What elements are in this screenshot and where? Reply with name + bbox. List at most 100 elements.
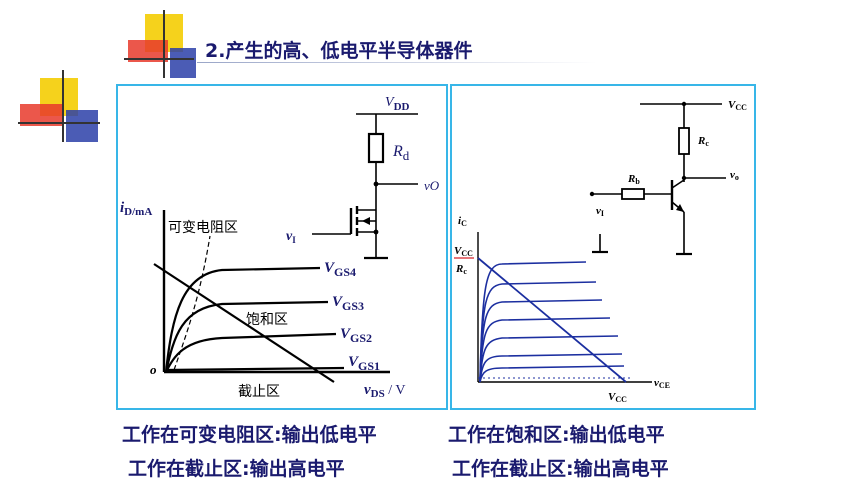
svg-text:vI: vI (596, 205, 604, 218)
vcc-rc-num-sub: CC (461, 249, 473, 258)
rc-label: R (697, 135, 705, 147)
svg-text:vo: vo (730, 169, 739, 182)
decor-square-blue-left (66, 110, 98, 142)
origin-label: o (150, 362, 157, 377)
vce-axis-sub: CE (659, 381, 670, 390)
id-axis-label: i (120, 200, 125, 216)
bjt-circuit (592, 103, 726, 256)
svg-text:Rd: Rd (392, 143, 410, 163)
svg-text:VCC: VCC (608, 391, 627, 404)
svg-text:iC: iC (458, 215, 467, 228)
decor-line-h-top (124, 58, 194, 60)
vgs4-label: V (324, 260, 336, 276)
decor-square-red-left (20, 104, 62, 126)
curve-vgs4 (164, 266, 321, 373)
decor-line-v-top (163, 10, 165, 78)
vgs4-sub: GS4 (334, 265, 356, 279)
vgs1-label: V (348, 354, 360, 370)
slide-title: 2.产生的高、低电平半导体器件 (205, 40, 473, 62)
collector-resistor (678, 127, 690, 155)
svg-text:Rc: Rc (697, 135, 709, 148)
input-node (589, 191, 595, 197)
decor-line-v-left (62, 70, 64, 142)
id-axis-sub: D/mA (124, 206, 152, 218)
caption-left-2: 工作在截止区:输出高电平 (128, 458, 345, 480)
caption-left-1: 工作在可变电阻区:输出低电平 (122, 424, 377, 446)
vo-label: vO (424, 178, 440, 193)
caption-right-2: 工作在截止区:输出高电平 (452, 458, 669, 480)
base-resistor (621, 188, 645, 200)
rb-sub: b (635, 177, 640, 186)
ic-axis-label: i (458, 215, 462, 227)
left-panel-mosfet: VDD Rd vO vI iD/mA 可变电阻区 饱和区 截止区 o VGS4 … (116, 84, 448, 410)
svg-text:VGS4: VGS4 (324, 260, 356, 279)
decor-square-red-top (128, 40, 168, 62)
vcc-rc-den-sub: c (463, 267, 467, 276)
vdd-label: V (385, 95, 395, 110)
svg-text:iD/mA: iD/mA (120, 200, 152, 218)
region-cutoff: 截止区 (238, 384, 280, 400)
svg-text:Rc: Rc (455, 263, 467, 276)
curve-vgs2 (165, 332, 337, 373)
vgs2-sub: GS2 (350, 331, 372, 345)
vdd-sub: DD (394, 101, 410, 113)
rd-sub: d (403, 148, 410, 163)
decor-line-h-left (18, 122, 100, 124)
curve-vgs3 (164, 300, 329, 373)
svg-text:VGS1: VGS1 (348, 354, 380, 373)
vi-sub: I (601, 209, 604, 218)
region-variable-resistance: 可变电阻区 (168, 220, 238, 236)
vds-axis-label: v (364, 382, 371, 398)
mosfet-arrow (362, 217, 370, 225)
vcc-label: V (728, 99, 737, 111)
load-line (153, 263, 335, 383)
vds-axis-unit: / V (385, 383, 406, 398)
curve-4 (479, 317, 611, 383)
svg-text:vI: vI (286, 229, 296, 245)
vi-sub: I (292, 235, 296, 245)
right-panel-figure: VCC Rc Rb vo vI iC VCC Rc vCE VCC (454, 99, 747, 404)
id-vds-graph (153, 210, 390, 383)
vcc-rc-den: R (455, 263, 463, 275)
curve-6 (479, 353, 623, 383)
rb-label: R (627, 173, 635, 185)
svg-text:VGS3: VGS3 (332, 294, 364, 313)
right-panel-bjt: VCC Rc Rb vo vI iC VCC Rc vCE VCC (450, 84, 756, 410)
vo-sub: o (735, 173, 739, 182)
curve-3 (479, 299, 603, 383)
vgs3-sub: GS3 (342, 299, 364, 313)
drain-resistor (367, 132, 385, 164)
vgs2-label: V (340, 326, 352, 342)
decor-square-blue-top (170, 48, 196, 78)
curve-7 (479, 365, 625, 383)
region-saturation: 饱和区 (246, 312, 288, 328)
vgs1-sub: GS1 (358, 359, 380, 373)
rd-label: R (392, 143, 403, 160)
vi-label: v (596, 205, 601, 217)
title-underline (197, 62, 597, 63)
vo-label: v (730, 169, 735, 181)
vcc-node (681, 101, 687, 107)
vcc-rc-num: V (454, 245, 463, 257)
ic-vce-graph (454, 232, 652, 383)
svg-text:VCC: VCC (454, 245, 473, 258)
vcc-x-sub: CC (615, 395, 627, 404)
vcc-sub: CC (735, 103, 747, 112)
svg-text:VGS2: VGS2 (340, 326, 372, 345)
svg-text:Rb: Rb (627, 173, 640, 186)
vce-axis-label: v (654, 377, 659, 389)
ic-axis-sub: C (461, 219, 467, 228)
load-line (477, 257, 627, 383)
body-node (373, 229, 379, 235)
bjt-collector (671, 179, 685, 189)
output-node (681, 175, 687, 181)
mosfet-circuit (312, 113, 418, 260)
caption-right-1: 工作在饱和区:输出低电平 (448, 424, 665, 446)
vcc-x-label: V (608, 391, 617, 403)
bjt-emitter-arrow (676, 204, 684, 212)
vgs3-label: V (332, 294, 344, 310)
svg-text:VDD: VDD (385, 95, 410, 113)
left-panel-figure: VDD Rd vO vI iD/mA 可变电阻区 饱和区 截止区 o VGS4 … (120, 95, 440, 400)
svg-text:vDS / V: vDS / V (364, 382, 405, 400)
vi-label: v (286, 229, 293, 244)
